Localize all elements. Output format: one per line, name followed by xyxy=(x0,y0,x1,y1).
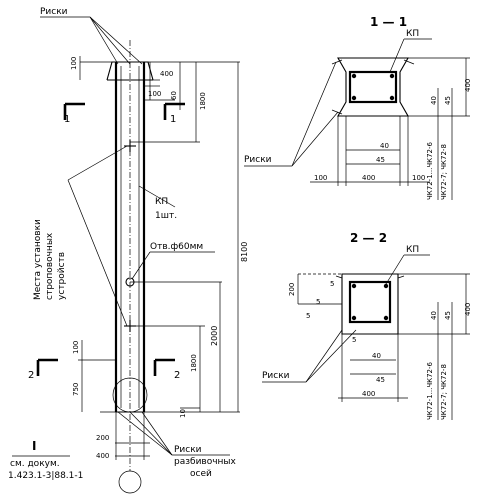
s1-dim-100-right: 100 xyxy=(412,174,425,182)
s2-dim-400-h: 400 xyxy=(464,303,472,316)
dim-8100: 8100 xyxy=(240,242,249,262)
riski-sec2-label: Риски xyxy=(262,371,290,381)
section-2 xyxy=(298,273,405,335)
doc-ref-line2: 1.423.1-3|88.1-1 xyxy=(8,471,83,481)
riski-leader-3 xyxy=(89,16,143,65)
section-2-title: 2 — 2 xyxy=(350,231,387,245)
cut-marker-1 xyxy=(63,102,185,120)
column-elevation xyxy=(80,40,240,494)
s2-dim-5d: 5 xyxy=(352,336,356,344)
kp-sec1-label: КП xyxy=(406,29,419,39)
riski-top-label: Рис­ки xyxy=(40,7,68,17)
dim-750: 750 xyxy=(72,383,80,396)
riski-sec1-label: Риски xyxy=(244,155,272,165)
cut1-left-label: 1 xyxy=(64,114,70,125)
dim-10: 10 xyxy=(179,409,187,418)
kp-sec2-label: КП xyxy=(406,245,419,255)
dim-2000: 2000 xyxy=(210,326,219,346)
dim-100-bottom: 100 xyxy=(72,341,80,354)
hole-label: Отв.ф60мм xyxy=(150,242,203,252)
s2-dim-45b: 45 xyxy=(376,376,385,384)
s2-dim-5a: 5 xyxy=(330,280,334,288)
cut-marker-2 xyxy=(36,358,175,376)
mounting-label-1: Места установки xyxy=(33,219,43,300)
dim-1800-bottom: 1800 xyxy=(190,354,198,372)
cut2-left-label: 2 xyxy=(28,370,34,381)
s2-dim-40: 40 xyxy=(430,311,438,320)
s1-dim-45b: 45 xyxy=(376,156,385,164)
mounting-label-3: устройств xyxy=(57,252,67,300)
mounting-label-2: строповочных xyxy=(45,232,55,300)
dim-1800-top: 1800 xyxy=(199,92,207,110)
razbivochnyh-label: разбивочных xyxy=(174,457,237,467)
dim-100-top: 100 xyxy=(70,57,78,70)
section-2-rebar-cage xyxy=(348,280,392,324)
dim-400-bottom: 400 xyxy=(96,452,109,460)
s2-marks-b: ЧК72-7; ЧК72-8 xyxy=(440,364,448,420)
node-mark: I xyxy=(32,439,36,453)
s2-dim-400-w: 400 xyxy=(362,390,375,398)
s2-dim-5b: 5 xyxy=(316,298,320,306)
s2-dim-5c: 5 xyxy=(306,312,310,320)
s1-dim-400-h: 400 xyxy=(464,79,472,92)
riski-leader-2 xyxy=(89,16,131,65)
s2-marks-a: ЧК72-1...ЧК72-6 xyxy=(426,361,434,420)
section-1-title: 1 — 1 xyxy=(370,15,407,29)
s1-marks-b: ЧК72-7; ЧК72-8 xyxy=(440,144,448,200)
s2-dim-45: 45 xyxy=(444,311,452,320)
s1-marks-a: ЧК72-1...ЧК72-6 xyxy=(426,141,434,200)
dim-60: 60 xyxy=(170,91,178,100)
cut1-right-label: 1 xyxy=(170,114,176,125)
dim-200: 200 xyxy=(96,434,109,442)
section-1 xyxy=(331,57,415,117)
dim-400-top: 400 xyxy=(160,70,173,78)
section-1-outline xyxy=(337,57,409,117)
s1-dim-100-left: 100 xyxy=(314,174,327,182)
s1-dim-45: 45 xyxy=(444,96,452,105)
s2-dim-40b: 40 xyxy=(372,352,381,360)
doc-ref-line1: см. докум. xyxy=(10,459,60,469)
axis-bubble xyxy=(118,470,142,494)
s1-dim-40: 40 xyxy=(430,96,438,105)
kp-elev-label: КП xyxy=(155,197,168,207)
section-1-rebar-cage xyxy=(348,70,398,104)
osey-label: осей xyxy=(190,469,212,479)
riski-leader-1 xyxy=(89,16,119,65)
dim-100-right: 100 xyxy=(148,90,161,98)
cut2-right-label: 2 xyxy=(174,370,180,381)
riski-bottom-label: Риски xyxy=(174,445,202,455)
s2-dim-200: 200 xyxy=(288,283,296,296)
s1-dim-40b: 40 xyxy=(380,142,389,150)
s1-dim-400-w: 400 xyxy=(362,174,375,182)
kp-count-label: 1шт. xyxy=(155,211,177,221)
